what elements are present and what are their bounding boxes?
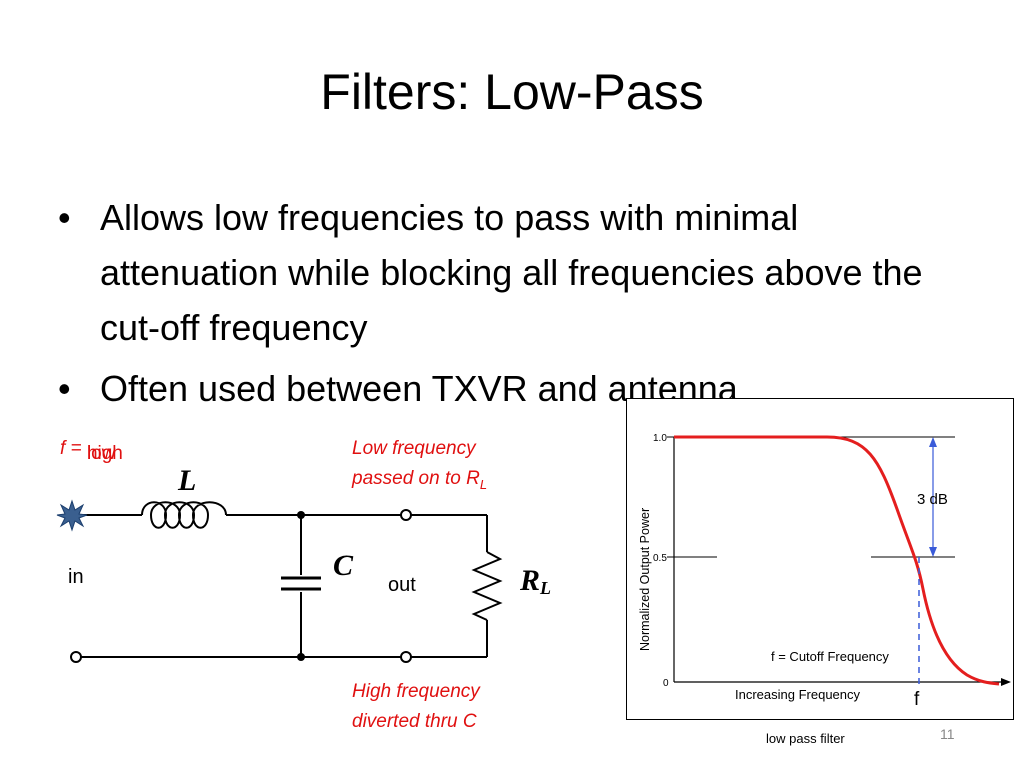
cutoff-label: f = Cutoff Frequency	[771, 649, 889, 664]
f-value-high: high	[86, 443, 123, 464]
low-annot-text: passed on to R	[352, 468, 480, 489]
low-annot-sub: L	[479, 476, 488, 492]
high-annot-line2: diverted thru C	[352, 711, 477, 732]
f-equals: =	[65, 438, 87, 459]
y-tick-05: 0.5	[653, 553, 667, 564]
input-source-star-icon	[56, 499, 88, 532]
db-label: 3 dB	[917, 491, 948, 508]
graph-caption-area: low pass filter	[766, 731, 845, 746]
y-axis-label: Normalized Output Power	[638, 508, 652, 651]
bullet-item: • Allows low frequencies to pass with mi…	[58, 190, 958, 355]
f-symbol: f	[60, 438, 66, 459]
bullet-icon: •	[58, 197, 71, 238]
graph-caption: low pass filter	[766, 731, 845, 746]
response-graph-svg: 1.0 0.5 0 Normalized Output Power Increa…	[638, 433, 1011, 710]
low-annot-line2: passed on to RL	[352, 464, 487, 500]
slide-title: Filters: Low-Pass	[320, 64, 704, 120]
bullet-text: Allows low frequencies to pass with mini…	[100, 197, 923, 348]
high-annot-line1: High frequency	[352, 681, 480, 702]
bullet-list: • Allows low frequencies to pass with mi…	[58, 190, 958, 416]
low-annot-line1: Low frequency	[352, 438, 476, 459]
out-top-terminal	[400, 509, 412, 521]
in-bottom-terminal	[70, 651, 82, 663]
filter-response-graph: 1.0 0.5 0 Normalized Output Power Increa…	[626, 398, 1014, 720]
capacitor-label: C	[333, 549, 354, 582]
resistor-label: RL	[519, 564, 551, 598]
response-curve	[674, 435, 1000, 686]
lowpass-circuit-diagram: L C RL in out	[56, 464, 551, 663]
inductor-label: L	[177, 464, 196, 497]
high-frequency-annotation: High frequency diverted thru C	[352, 677, 480, 737]
x-axis-label: Increasing Frequency	[735, 687, 861, 702]
out-label: out	[388, 574, 416, 596]
in-label: in	[68, 566, 84, 588]
bullet-icon: •	[58, 368, 71, 409]
f-marker-label: f	[914, 689, 920, 710]
capacitor-bottom-node	[297, 653, 305, 661]
y-tick-1: 1.0	[653, 433, 667, 444]
capacitor-top-node	[297, 511, 305, 519]
y-tick-0: 0	[663, 678, 669, 689]
out-bottom-terminal	[400, 651, 412, 663]
slide-number: 11	[940, 726, 955, 742]
low-frequency-annotation: Low frequency passed on to RL	[352, 434, 487, 500]
f-value-low: low	[86, 443, 116, 464]
